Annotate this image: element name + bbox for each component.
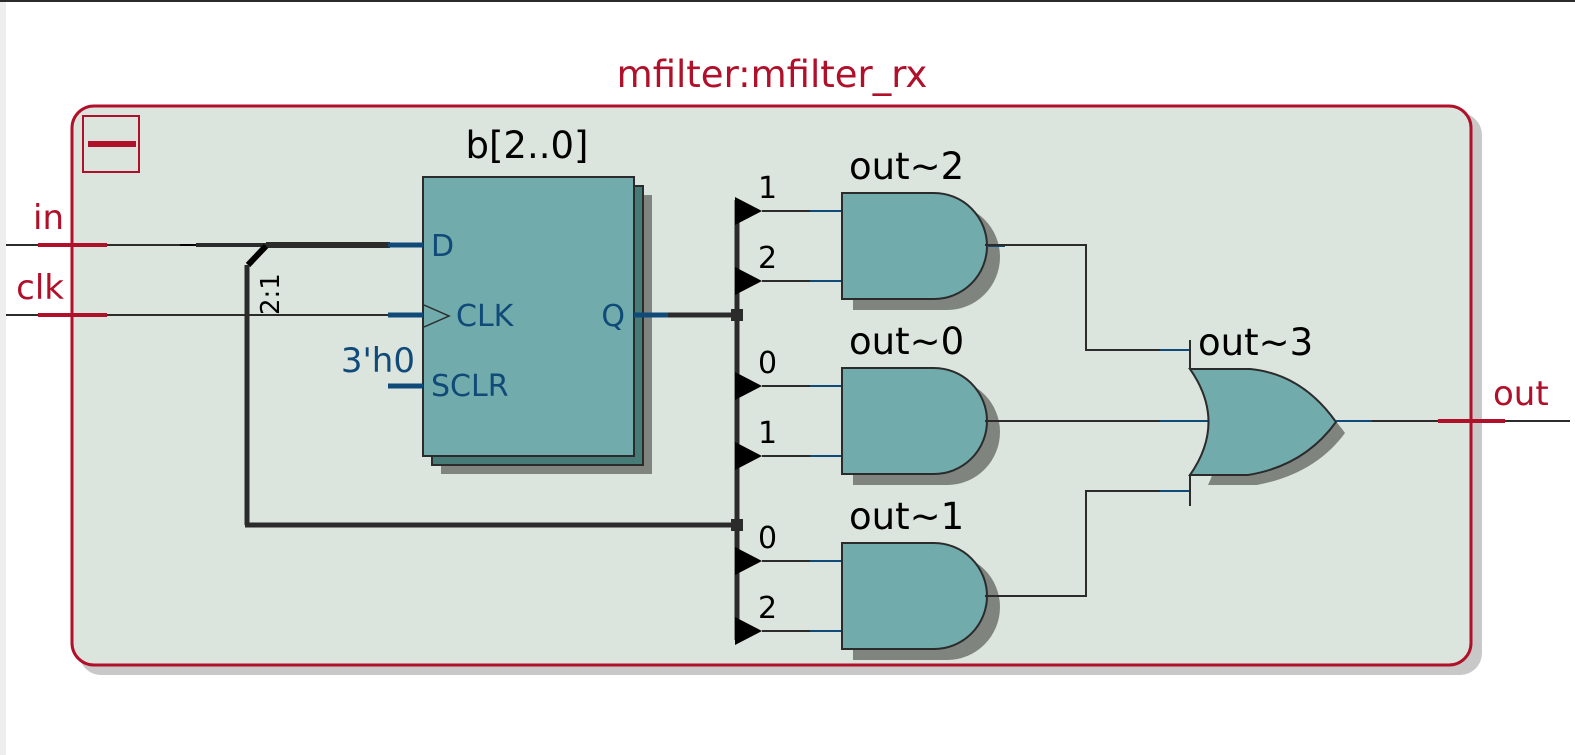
tap-arrow-icon — [735, 547, 762, 575]
and-gate-body[interactable] — [841, 192, 988, 300]
gate-label: out~1 — [849, 495, 964, 538]
pin-label-clk: CLK — [456, 299, 515, 334]
bus-tap: 2 — [735, 241, 842, 295]
port-label-in: in — [33, 198, 64, 238]
module-title: mfilter:mfilter_rx — [617, 53, 928, 96]
bus-tap: 0 — [735, 521, 842, 575]
tap-arrow-icon — [735, 197, 762, 225]
gate-out-3[interactable]: out~3 — [1188, 321, 1345, 485]
output-port-out[interactable]: out — [1336, 374, 1570, 423]
collapse-button-frame[interactable] — [82, 115, 140, 173]
gate-out-2[interactable]: out~2 — [841, 145, 1005, 310]
or-gate-body[interactable] — [1188, 368, 1338, 476]
port-label-out: out — [1493, 374, 1549, 414]
bus-junction — [731, 309, 743, 321]
tap-arrow-icon — [735, 617, 762, 645]
register-body[interactable] — [422, 176, 635, 457]
and-gate-body[interactable] — [841, 367, 988, 475]
tap-bit-label: 2 — [758, 241, 777, 276]
input-port-in[interactable]: in — [6, 198, 180, 247]
gate-out-1[interactable]: out~1 — [841, 495, 1005, 660]
collapse-button[interactable] — [82, 115, 140, 173]
clock-edge-icon — [423, 304, 451, 328]
left-gutter — [0, 2, 6, 755]
sclr-constant: 3'h0 — [341, 341, 415, 381]
bus-taps: 1 2 0 1 0 2 — [735, 171, 842, 645]
port-label-clk: clk — [16, 268, 64, 308]
register-name: b[2..0] — [466, 124, 589, 167]
wire-out1-to-or — [985, 490, 1190, 597]
input-port-clk[interactable]: clk — [6, 268, 390, 317]
bus-junction — [731, 519, 743, 531]
tap-bit-label: 0 — [758, 346, 777, 381]
pin-label-d: D — [431, 229, 454, 264]
and-gate-body[interactable] — [841, 542, 988, 650]
pin-label-sclr: SCLR — [431, 369, 509, 404]
tap-bit-label: 2 — [758, 591, 777, 626]
tap-bit-label: 1 — [758, 416, 777, 451]
tap-arrow-icon — [735, 267, 762, 295]
pin-label-q: Q — [601, 299, 625, 334]
bus-ripper — [245, 243, 269, 268]
register-b[interactable]: b[2..0] D CLK SCLR Q — [388, 124, 668, 474]
bus-tap: 1 — [735, 171, 842, 225]
gate-label: out~2 — [849, 145, 964, 188]
tap-bit-label: 1 — [758, 171, 777, 206]
top-border — [0, 0, 1575, 2]
minus-icon — [88, 141, 136, 147]
tap-arrow-icon — [735, 442, 762, 470]
bus-tap: 2 — [735, 591, 842, 645]
bus-ripper-label: 2:1 — [256, 273, 286, 315]
wire-out2-to-or — [985, 244, 1190, 351]
tap-arrow-icon — [735, 372, 762, 400]
gate-out-0[interactable]: out~0 — [841, 320, 1005, 485]
bus-tap: 1 — [735, 416, 842, 470]
gates: out~2 out~0 out~1 — [841, 145, 1005, 660]
tap-bit-label: 0 — [758, 521, 777, 556]
gate-label: out~3 — [1198, 321, 1313, 364]
bus-tap: 0 — [735, 346, 842, 400]
gate-label: out~0 — [849, 320, 964, 363]
